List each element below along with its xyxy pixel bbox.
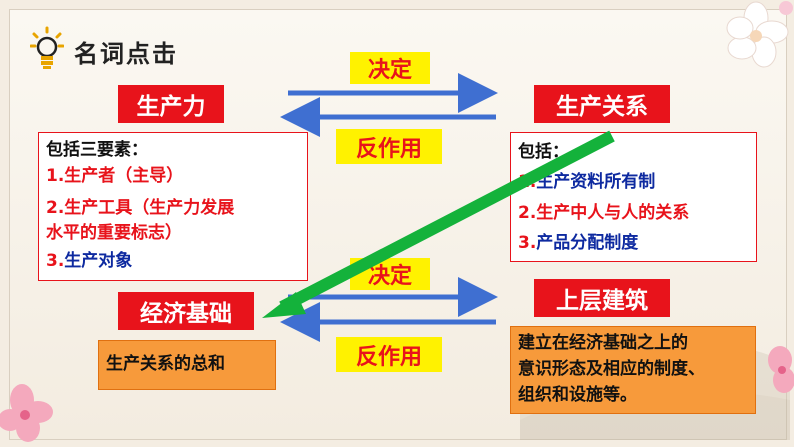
relations-item-2: 2.生产中人与人的关系 [518, 201, 689, 225]
page-title: 名词点击 [74, 40, 178, 68]
blossom-top-right-icon [726, 1, 793, 68]
productivity-item-1-num: 1. [46, 166, 65, 186]
productivity-intro: 包括三要素： [46, 140, 148, 160]
relations-item-2-text: 生产中人与人的关系 [536, 203, 690, 223]
base-definition: 生产关系的总和 [106, 354, 225, 374]
superstructure-line-3: 组织和设施等。 [518, 385, 637, 405]
superstructure-line-2: 意识形态及相应的制度、 [518, 359, 705, 379]
relations-item-3-text: 产品分配制度 [536, 233, 639, 253]
superstructure-line-1: 建立在经济基础之上的 [518, 333, 688, 353]
decide-label-top: 决定 [350, 52, 430, 84]
relations-item-2-num: 2. [518, 203, 537, 223]
productivity-item-2-text: 生产工具（生产力发展 [64, 198, 235, 218]
react-label-top: 反作用 [336, 129, 442, 164]
productivity-item-2: 2.生产工具（生产力发展 [46, 196, 234, 220]
productivity-heading: 生产力 [118, 85, 224, 123]
base-heading: 经济基础 [118, 292, 254, 330]
productivity-item-2-cont: 水平的重要标志） [46, 223, 182, 243]
productivity-item-1-text: 生产者（主导） [64, 166, 184, 186]
productivity-item-2-num: 2. [46, 198, 65, 218]
relations-item-1: 1.生产资料所有制 [518, 170, 655, 194]
lightbulb-icon [30, 26, 64, 69]
relations-item-3-num: 3. [518, 233, 537, 253]
base-definition-box [98, 340, 276, 390]
productivity-item-3: 3.生产对象 [46, 249, 132, 273]
relations-heading: 生产关系 [534, 85, 670, 123]
superstructure-heading: 上层建筑 [534, 279, 670, 317]
relations-item-1-num: 1. [518, 172, 537, 192]
relations-item-1-text: 生产资料所有制 [536, 172, 656, 192]
superstructure-definition-box [510, 326, 756, 414]
relations-intro: 包括： [518, 142, 569, 162]
decide-label-bottom: 决定 [350, 258, 430, 290]
productivity-box [38, 132, 308, 281]
relations-item-3: 3.产品分配制度 [518, 231, 638, 255]
blossom-bottom-right-icon [768, 346, 794, 393]
blossom-bottom-left-icon [0, 384, 53, 442]
react-label-bottom: 反作用 [336, 337, 442, 372]
productivity-item-3-text: 生产对象 [64, 251, 133, 271]
productivity-item-3-num: 3. [46, 251, 65, 271]
productivity-item-1: 1.生产者（主导） [46, 164, 183, 188]
